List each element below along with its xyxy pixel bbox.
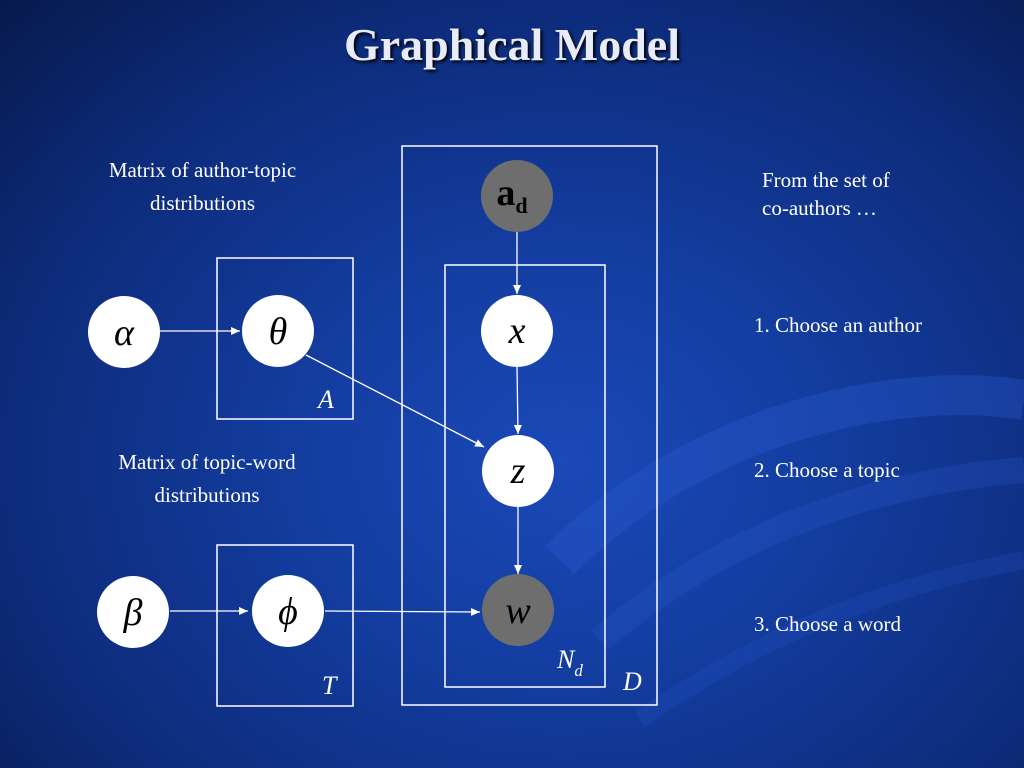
- plate-label-T: T: [322, 671, 338, 700]
- node-phi: ϕ: [252, 575, 324, 647]
- node-ad-main: a: [496, 172, 515, 214]
- node-x: x: [481, 295, 553, 367]
- plate-A: [216, 257, 354, 420]
- plate-label-Nd-main: N: [556, 645, 576, 674]
- node-alpha-label: α: [114, 312, 135, 354]
- plate-label-Nd: Nd: [556, 645, 583, 680]
- plate-T: [216, 544, 354, 707]
- plate-label-D-text: D: [622, 667, 642, 696]
- plate-label-D: D: [622, 667, 642, 696]
- plate-D: [401, 145, 658, 706]
- node-theta-label: θ: [269, 311, 288, 353]
- node-ad-sub: d: [515, 193, 527, 218]
- coauthors-note-line1: From the set of: [762, 168, 890, 192]
- node-w-label: w: [505, 590, 531, 632]
- topic-word-note-line1: Matrix of topic-word: [118, 450, 296, 474]
- step-choose-topic: 2. Choose a topic: [754, 458, 900, 482]
- author-topic-note: Matrix of author-topic distributions: [70, 154, 335, 220]
- node-theta: θ: [242, 295, 314, 367]
- topic-word-note-line2: distributions: [154, 483, 260, 507]
- node-ad: ad: [481, 160, 553, 232]
- node-phi-label: ϕ: [278, 591, 298, 633]
- node-x-label: x: [508, 310, 526, 352]
- node-ad-label: ad: [496, 172, 527, 218]
- node-beta-label: β: [123, 592, 143, 634]
- node-z: z: [482, 435, 554, 507]
- edge-theta-z: [305, 354, 485, 448]
- coauthors-note: From the set of co-authors …: [762, 166, 890, 222]
- node-beta: β: [97, 576, 169, 648]
- coauthors-note-line2: co-authors …: [762, 196, 877, 220]
- plate-label-Nd-sub: d: [574, 661, 583, 680]
- step-choose-author: 1. Choose an author: [754, 313, 922, 337]
- edge-x-z: [513, 365, 522, 435]
- node-z-label: z: [510, 450, 526, 492]
- author-topic-note-line1: Matrix of author-topic: [108, 158, 297, 182]
- node-alpha: α: [88, 296, 160, 368]
- node-w: w: [482, 574, 554, 646]
- author-topic-note-line2: distributions: [149, 191, 255, 215]
- slide-title: Graphical Model: [343, 19, 681, 70]
- plate-label-A: A: [316, 385, 334, 414]
- edge-phi-w: [324, 607, 481, 616]
- plate-Nd: [444, 264, 606, 688]
- topic-word-note: Matrix of topic-word distributions: [82, 446, 332, 512]
- step-choose-word: 3. Choose a word: [754, 612, 901, 636]
